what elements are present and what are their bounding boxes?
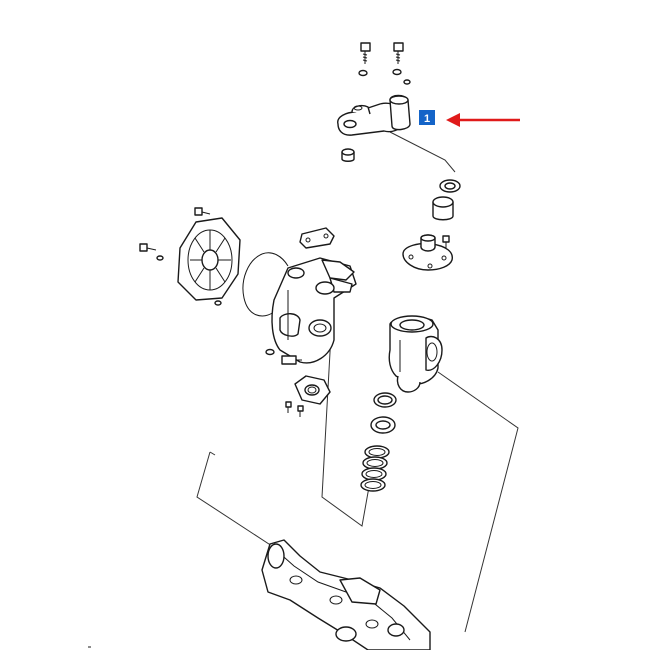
pointer-arrow bbox=[446, 113, 520, 127]
steering-knuckle-icon bbox=[388, 315, 443, 393]
gasket-ring bbox=[242, 252, 289, 317]
callout-label: 1 bbox=[424, 113, 430, 125]
kingpin-icon bbox=[402, 234, 453, 271]
top-bolt-right bbox=[393, 42, 404, 64]
part-callout-1[interactable]: 1 bbox=[419, 110, 435, 125]
steering-arm bbox=[337, 94, 411, 136]
seal-ring-icon bbox=[439, 179, 461, 193]
axle-beam-icon bbox=[261, 539, 431, 650]
o-ring-icon bbox=[373, 392, 397, 408]
cover-plate-icon bbox=[177, 217, 241, 301]
washer-icon bbox=[358, 68, 411, 85]
ring-stack bbox=[360, 445, 390, 492]
axle-carrier bbox=[271, 257, 357, 364]
carrier-bolt bbox=[265, 348, 302, 365]
bushing-upper bbox=[432, 196, 454, 221]
flange-bolts bbox=[285, 401, 304, 417]
bushing-icon bbox=[341, 148, 355, 162]
shim-plate bbox=[299, 227, 335, 249]
leader-lines bbox=[196, 131, 519, 633]
flange-plate bbox=[294, 375, 331, 405]
top-bolt-left bbox=[360, 42, 371, 64]
seal-lower bbox=[370, 416, 396, 434]
bolt-icon bbox=[139, 207, 222, 306]
